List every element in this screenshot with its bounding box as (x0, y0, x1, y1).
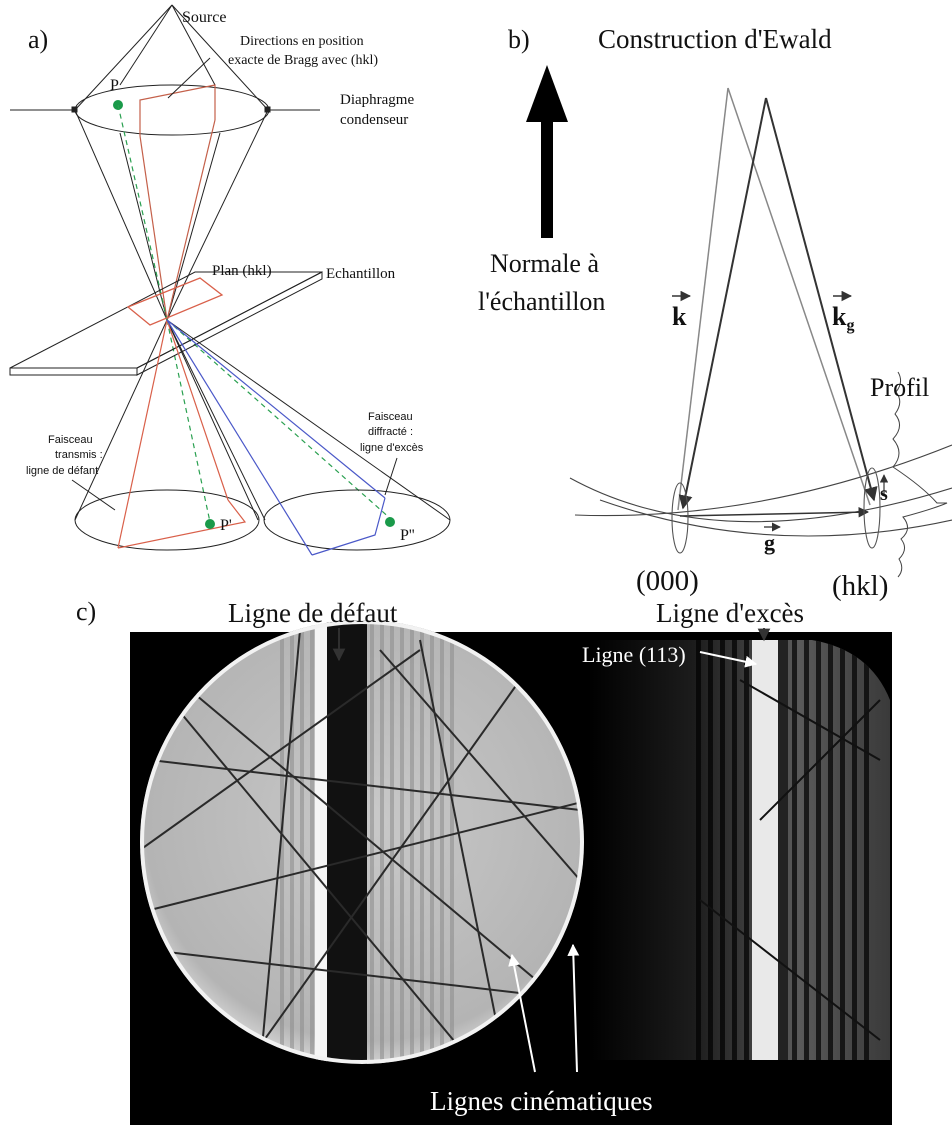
panel-a-label: a) (28, 25, 48, 54)
diffracted-pointer (384, 457, 398, 496)
panel-a: a) Source Directions en posi (9, 4, 451, 556)
hkl-label: (hkl) (832, 570, 888, 602)
condenser-diaphragm (10, 106, 320, 113)
panel-b-title: Construction d'Ewald (598, 24, 832, 54)
diaphragm-label-line1: Diaphragme (340, 92, 414, 108)
transmitted-label-line3: ligne de défant (26, 465, 98, 477)
panel-c-label: c) (76, 597, 96, 626)
kinematic-arrow-right (567, 943, 580, 1073)
point-p-prime (205, 519, 215, 529)
k-label: k (672, 302, 687, 331)
diffracted-disk (588, 640, 890, 1060)
point-p2-label: P'' (400, 527, 415, 544)
green-ray-paths (117, 104, 393, 523)
kg-label: kg (832, 302, 854, 334)
rocking-profile (892, 371, 948, 578)
plane-label: Plan (hkl) (212, 263, 272, 279)
transmitted-disk (140, 620, 584, 1064)
transmitted-pointer (71, 479, 116, 511)
g-label: g (764, 530, 775, 555)
bragg-label-line1: Directions en position (240, 34, 364, 49)
panel-b: b) Construction d'Ewald Normale à l'écha… (478, 24, 952, 602)
g-vector (679, 506, 870, 518)
line-113-label: Ligne (113) (582, 642, 686, 667)
kinematic-arrow-left (508, 953, 536, 1073)
point-p1-label: P' (220, 517, 232, 534)
normal-arrow (526, 65, 568, 238)
point-p-second (385, 517, 395, 527)
diffracted-bragg (166, 319, 386, 556)
origin-label: (000) (636, 565, 699, 597)
diffracted-label-line1: Faisceau (368, 411, 413, 423)
diffracted-label-line3: ligne d'excès (360, 442, 424, 454)
normal-label-line2: l'échantillon (478, 287, 605, 316)
sample-slab (9, 271, 323, 376)
bragg-label-line2: exacte de Bragg avec (hkl) (228, 53, 378, 68)
diffracted-cone (166, 319, 451, 551)
point-p-label: P (110, 77, 119, 94)
transmitted-label-line1: Faisceau (48, 434, 93, 446)
panel-b-label: b) (508, 25, 530, 54)
hkl-node (863, 467, 881, 549)
transmitted-cone (74, 319, 260, 551)
wave-vectors (677, 87, 878, 511)
bragg-pointer (167, 57, 211, 99)
defect-line-label: Ligne de défaut (228, 598, 398, 628)
origin-node (671, 482, 689, 554)
s-label: s (880, 483, 888, 505)
ewald-spheres (569, 444, 952, 537)
profil-label: Profil (870, 373, 929, 402)
sample-label: Echantillon (326, 266, 396, 282)
hkl-plane (126, 277, 224, 326)
excess-line-label: Ligne d'excès (656, 598, 804, 628)
diaphragm-label-line2: condenseur (340, 112, 408, 128)
transmitted-label-line2: transmis : (55, 449, 103, 461)
diffracted-label-line2: diffracté : (368, 426, 413, 438)
transmitted-bragg (117, 319, 247, 549)
panel-c: c) (76, 597, 892, 1125)
kinematic-label: Lignes cinématiques (430, 1086, 653, 1116)
normal-label-line1: Normale à (490, 249, 599, 278)
line-113-arrow (699, 651, 758, 668)
source-label: Source (182, 9, 226, 26)
